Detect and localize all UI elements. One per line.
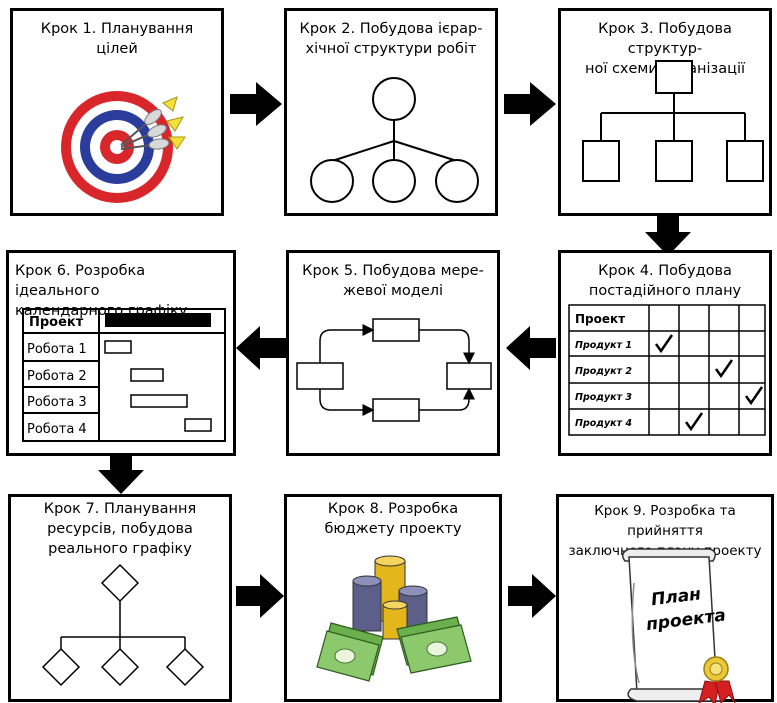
stage-plan-row-2: Продукт 2	[575, 366, 632, 377]
stage-plan-row-4: Продукт 4	[575, 418, 632, 429]
stage-plan-table: Проект Продукт 1 Продукт 2 Продукт 3 Про…	[568, 304, 766, 436]
stage-plan-row-1: Продукт 1	[575, 340, 632, 351]
step-2-box: Крок 2. Побудова ієрар- хічної структури…	[284, 8, 498, 216]
resource-tree-icon	[41, 563, 205, 687]
arrow-right-3	[236, 574, 284, 618]
step-5-box: Крок 5. Побудова мере- жевої моделі	[286, 250, 500, 456]
org-chart-icon	[582, 60, 764, 182]
step-6-title: Крок 6. Розробка ідеального календарного…	[15, 263, 188, 319]
network-model-icon	[296, 318, 492, 422]
arrow-down-1	[645, 216, 691, 256]
gantt-row-1: Робота 1	[27, 342, 87, 357]
arrow-down-2	[98, 456, 144, 494]
check-mark-icon	[714, 359, 734, 379]
gantt-header: Проект	[29, 315, 84, 330]
wbs-tree-icon	[310, 77, 479, 203]
gantt-chart-icon: Проект Робота 1 Робота 2 Робота 3 Робота…	[22, 308, 226, 442]
step-1-box: Крок 1. Планування цілей	[10, 8, 224, 216]
arrow-right-2	[504, 82, 556, 126]
gantt-row-2: Робота 2	[27, 369, 87, 384]
money-icon	[316, 555, 472, 682]
check-mark-icon	[684, 412, 704, 432]
step-8-box: Крок 8. Розробка бюджету проекту	[284, 494, 502, 702]
step-9-box: Крок 9. Розробка та прийняття заключного…	[556, 494, 774, 703]
arrow-right-4	[508, 574, 556, 618]
check-mark-icon	[744, 386, 764, 406]
step-6-box: Крок 6. Розробка ідеального календарного…	[6, 250, 236, 456]
arrow-left-1	[236, 326, 286, 370]
check-mark-icon	[654, 334, 674, 354]
step-4-title: Крок 4. Побудова постадійного плану	[588, 263, 742, 299]
arrow-right-1	[230, 82, 282, 126]
step-1-title: Крок 1. Планування цілей	[40, 21, 194, 57]
gantt-row-4: Робота 4	[27, 422, 87, 437]
arrow-left-2	[506, 326, 556, 370]
step-3-box: Крок 3. Побудова структур- ної схеми орг…	[558, 8, 772, 216]
step-2-title: Крок 2. Побудова ієрар- хічної структури…	[299, 21, 483, 57]
scroll-icon: План проекта	[622, 548, 736, 703]
stage-plan-row-3: Продукт 3	[575, 392, 632, 403]
stage-plan-header: Проект	[575, 312, 625, 326]
step-4-box: Крок 4. Побудова постадійного плану Прое…	[558, 250, 772, 456]
step-8-title: Крок 8. Розробка бюджету проекту	[324, 501, 462, 537]
step-7-box: Крок 7. Планування ресурсів, побудова ре…	[8, 494, 232, 702]
step-7-title: Крок 7. Планування ресурсів, побудова ре…	[43, 501, 197, 557]
gantt-row-3: Робота 3	[27, 395, 87, 410]
step-5-title: Крок 5. Побудова мере- жевої моделі	[302, 263, 484, 299]
target-icon	[61, 91, 186, 203]
